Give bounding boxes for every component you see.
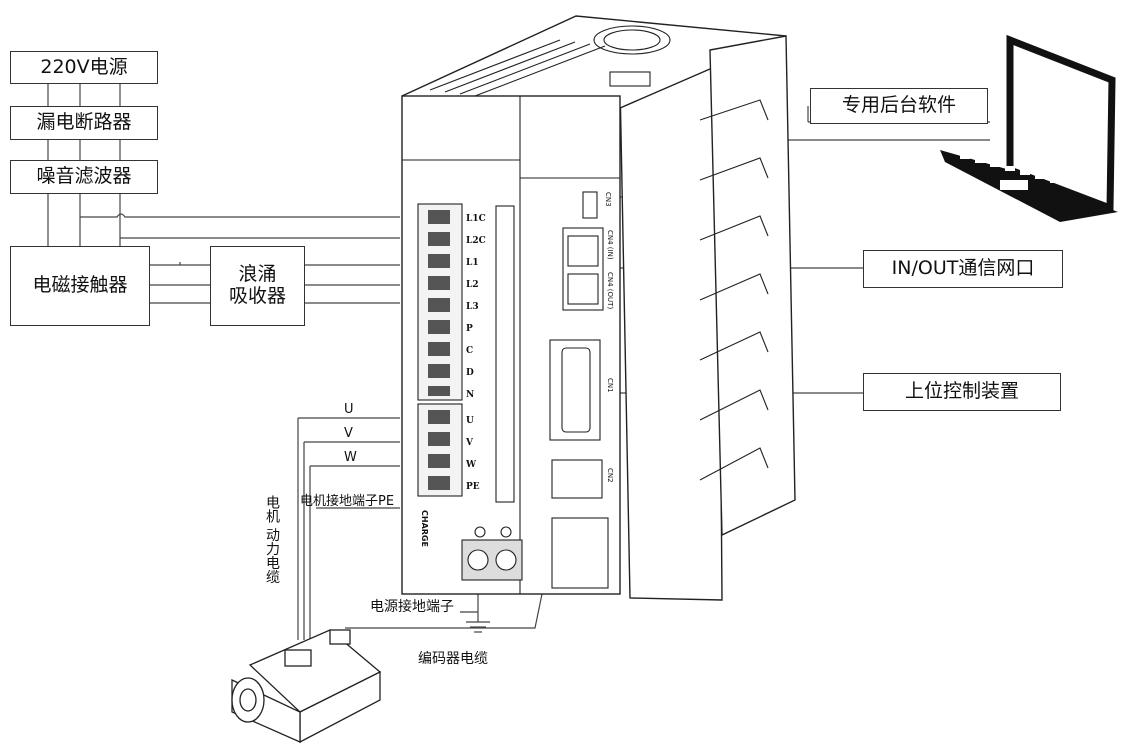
encoder-cable-label: 编码器电缆 [418, 651, 488, 667]
charge-label: CHARGE [420, 510, 429, 547]
laptop-icon [940, 34, 1118, 222]
motor-terminal-label: W [466, 460, 477, 470]
terminal-label: L3 [466, 302, 479, 312]
terminal-label: L2 [466, 280, 479, 290]
cn4-in-port-label: CN4 (IN) [606, 230, 614, 260]
software-callout: 专用后台软件 [810, 88, 988, 124]
leakage-breaker-box: 漏电断路器 [10, 106, 158, 140]
terminal-label: L2C [466, 236, 486, 246]
motor-terminal-label-column: U V W PE [466, 410, 480, 498]
phase-w-label: W [344, 450, 357, 465]
terminal-label: N [466, 390, 475, 400]
motor-ground-label: 电机接地端子PE [300, 494, 395, 509]
terminal-label-column: L1C L2C L1 L2 L3 P C D N [466, 208, 486, 406]
power-ground-label: 电源接地端子 [370, 599, 454, 615]
terminal-label: P [466, 324, 473, 334]
phase-u-label: U [344, 402, 354, 417]
motor-terminal-label: V [466, 438, 473, 448]
terminal-label: L1C [466, 214, 486, 224]
motor-terminal-label: PE [466, 482, 480, 492]
cn4-out-port-label: CN4 (OUT) [606, 272, 614, 310]
cn1-port-label: CN1 [606, 378, 614, 393]
terminal-label: L1 [466, 258, 479, 268]
contactor-box: 电磁接触器 [10, 246, 150, 326]
surge-absorber-box: 浪涌 吸收器 [210, 246, 305, 326]
servo-motor [231, 629, 382, 744]
noise-filter-box: 噪音滤波器 [10, 160, 158, 194]
motor-terminal-label: U [466, 416, 474, 426]
cn3-port-label: CN3 [604, 192, 612, 207]
cn2-port-label: CN2 [606, 468, 614, 483]
phase-v-label: V [344, 426, 353, 441]
controller-callout: 上位控制装置 [863, 373, 1061, 411]
motor-power-cable-label: 电机 动力电缆 [264, 495, 280, 584]
terminal-slots [428, 210, 450, 490]
power-source-box: 220V电源 [10, 51, 158, 84]
network-port-callout: IN/OUT通信网口 [863, 250, 1063, 288]
terminal-label: C [466, 346, 474, 356]
terminal-label: D [466, 368, 474, 378]
